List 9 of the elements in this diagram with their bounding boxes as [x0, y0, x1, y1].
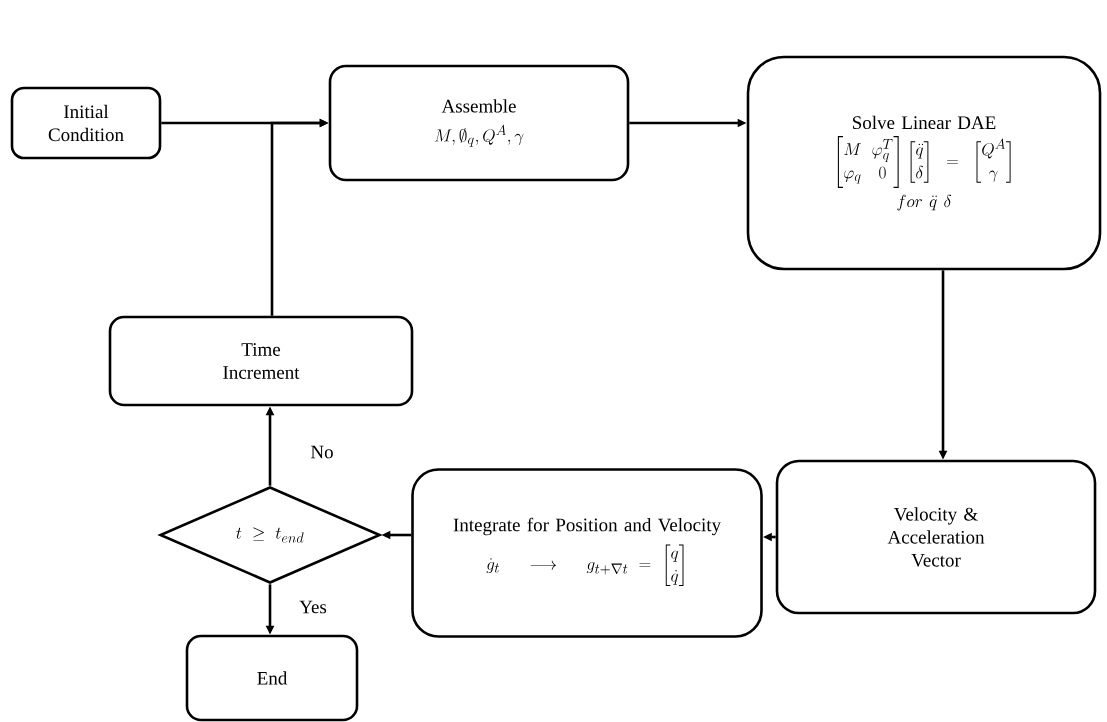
- process-box: Integrate for Position and Velocity $\dot{g}_t \quad\longrightarrow\quad g_{t+\nabla t} = \begin{bmatrix} q \\ \dot{q} \end{bmatrix}$: [411, 468, 763, 638]
- process-box: Solve Linear DAE $\begin{bmatrix} M & \varphi_q^T \\ \varphi_q & 0 \end{bmatrix} \begin{bmatrix} \ddot{q} \\ \delta \end{bmatrix} = \begin{bmatrix} Q^A \\ \gamma \end{bmatrix}$ $for\ \ddot{q}\ \delta$: [746, 55, 1102, 271]
- process-box: Time Increment: [108, 315, 414, 407]
- process-box: Velocity & Acceleration Vector: [775, 459, 1097, 615]
- process-box: Initial Condition: [10, 86, 162, 160]
- process-box: Assemble $M, \emptyset_q, Q^A, \gamma$: [328, 64, 630, 182]
- edge-label: No: [308, 443, 336, 461]
- process-box: End: [185, 634, 359, 722]
- edge-label: Yes: [297, 598, 329, 616]
